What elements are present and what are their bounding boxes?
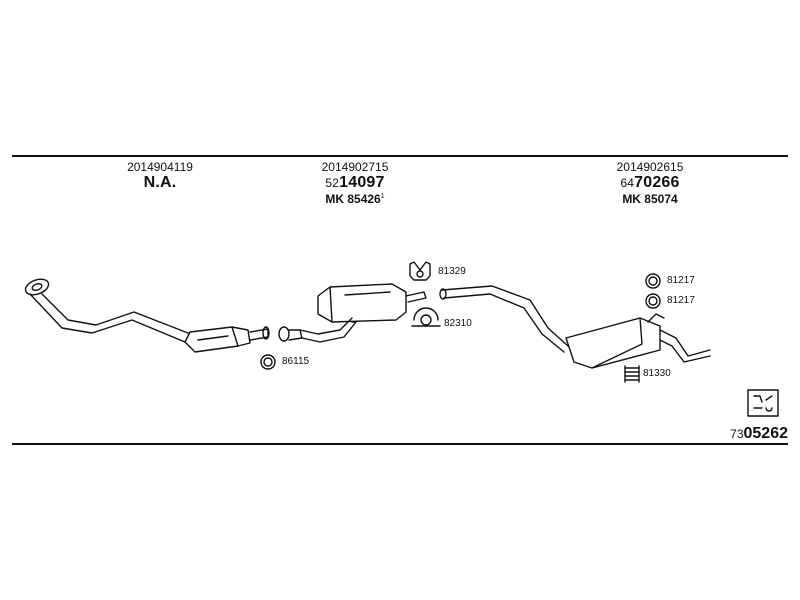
- rubber-mount-81329: [409, 261, 431, 281]
- part-label-82310: 82310: [444, 318, 472, 329]
- group-part-number: N.A.: [143, 174, 177, 191]
- group-part-number: 5214097: [325, 174, 385, 191]
- group-code: 2014904119: [127, 160, 193, 174]
- bottom-divider-line: [12, 443, 788, 445]
- top-divider-line: [12, 155, 788, 157]
- part-label-81330: 81330: [643, 368, 671, 379]
- group-code: 2014902615: [616, 160, 684, 174]
- clamp-82310: [411, 307, 441, 327]
- diagram-reference-number: 7305262: [730, 425, 788, 442]
- group-front-pipe: 2014904119 N.A.: [60, 160, 260, 192]
- spring-mount-81330: [624, 365, 640, 383]
- catalytic-converter: [184, 326, 270, 353]
- rear-pipe: [439, 285, 569, 353]
- group-middle-silencer: 2014902715 5214097 MK 854261: [255, 160, 455, 206]
- ring-seal-86115: [260, 354, 276, 370]
- group-code: 2014902715: [321, 160, 389, 174]
- group-part-number: 6470266: [620, 174, 680, 191]
- group-rear-silencer: 2014902615 6470266 MK 85074: [550, 160, 750, 206]
- group-mk-number: MK 854261: [325, 192, 385, 206]
- part-label-81217-b: 81217: [667, 295, 695, 306]
- ring-seal-81217-a: [645, 273, 661, 289]
- rear-silencer: [565, 313, 711, 369]
- ring-seal-81217-b: [645, 293, 661, 309]
- middle-silencer: [278, 283, 427, 343]
- front-pipe: [24, 278, 189, 343]
- part-label-81329: 81329: [438, 266, 466, 277]
- fitting-kit-icon: [747, 389, 779, 417]
- part-label-81217-a: 81217: [667, 275, 695, 286]
- part-label-86115: 86115: [282, 356, 310, 367]
- group-mk-number: MK 85074: [622, 192, 678, 206]
